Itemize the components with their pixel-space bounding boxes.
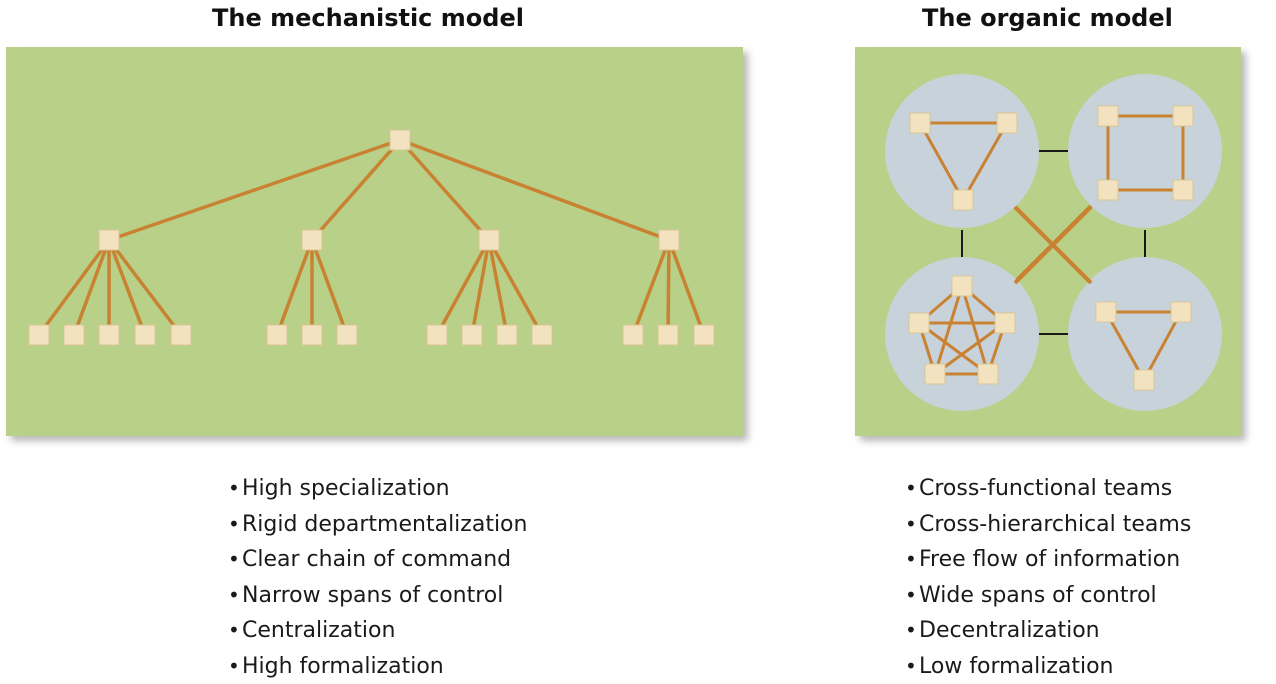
list-item: Centralization	[228, 613, 527, 649]
employee-node	[29, 325, 49, 345]
hierarchy-nodes	[29, 130, 714, 345]
employee-node	[658, 325, 678, 345]
list-item: Decentralization	[905, 613, 1191, 649]
team-member-node	[1171, 302, 1191, 322]
connector	[669, 240, 704, 335]
connector	[39, 240, 109, 335]
middle-manager-node	[99, 230, 119, 250]
mechanistic-features-list: High specialization Rigid departmentaliz…	[228, 471, 527, 684]
connector	[109, 240, 181, 335]
employee-node	[99, 325, 119, 345]
list-item: High formalization	[228, 649, 527, 684]
list-item: Narrow spans of control	[228, 578, 527, 614]
employee-node	[302, 325, 322, 345]
list-item: Free flow of information	[905, 542, 1191, 578]
employee-node	[171, 325, 191, 345]
mechanistic-model-diagram	[6, 47, 743, 436]
team-member-node	[925, 364, 945, 384]
employee-node	[135, 325, 155, 345]
employee-node	[623, 325, 643, 345]
list-item: Cross-functional teams	[905, 471, 1191, 507]
top-manager-node	[390, 130, 410, 150]
connector	[109, 240, 145, 335]
team-member-node	[909, 313, 929, 333]
employee-node	[337, 325, 357, 345]
list-item: Cross-hierarchical teams	[905, 507, 1191, 543]
team-member-node	[1098, 180, 1118, 200]
team-member-node	[995, 313, 1015, 333]
connector	[668, 240, 669, 335]
organic-model-title: The organic model	[922, 6, 1173, 30]
connector	[633, 240, 669, 335]
team-member-node	[910, 113, 930, 133]
employee-node	[462, 325, 482, 345]
team-member-node	[1134, 370, 1154, 390]
hierarchy-connectors	[39, 140, 704, 335]
connector	[400, 140, 669, 240]
cross-team-links-front	[1015, 207, 1091, 283]
list-item: High specialization	[228, 471, 527, 507]
connector	[312, 240, 347, 335]
team-member-node	[997, 113, 1017, 133]
list-item: Clear chain of command	[228, 542, 527, 578]
organic-model-diagram	[855, 47, 1241, 436]
team-member-node	[953, 190, 973, 210]
team-circle	[1068, 74, 1222, 228]
team-member-node	[1173, 106, 1193, 126]
employee-node	[267, 325, 287, 345]
list-item: Wide spans of control	[905, 578, 1191, 614]
team-member-node	[952, 276, 972, 296]
team-network	[855, 47, 1241, 436]
list-item: Rigid departmentalization	[228, 507, 527, 543]
hierarchy-chart	[6, 47, 743, 436]
team-member-node	[1098, 106, 1118, 126]
team-member-node	[978, 364, 998, 384]
employee-node	[694, 325, 714, 345]
employee-node	[427, 325, 447, 345]
mechanistic-model-title: The mechanistic model	[212, 6, 524, 30]
middle-manager-node	[302, 230, 322, 250]
team-member-node	[1173, 180, 1193, 200]
middle-manager-node	[659, 230, 679, 250]
organic-features-list: Cross-functional teams Cross-hierarchica…	[905, 471, 1191, 684]
employee-node	[532, 325, 552, 345]
connector	[277, 240, 312, 335]
list-item: Low formalization	[905, 649, 1191, 684]
middle-manager-node	[479, 230, 499, 250]
employee-node	[64, 325, 84, 345]
employee-node	[497, 325, 517, 345]
team-member-node	[1096, 302, 1116, 322]
connector	[74, 240, 109, 335]
